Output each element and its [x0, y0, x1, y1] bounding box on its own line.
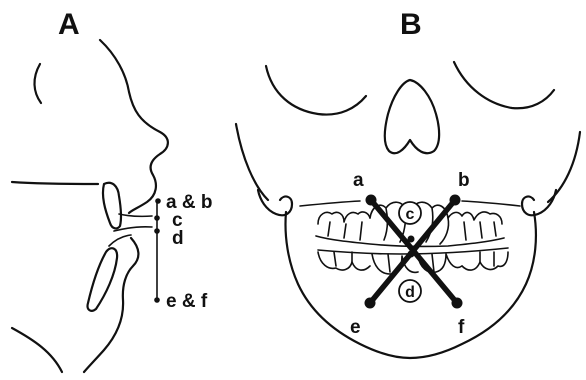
point-d [408, 251, 415, 258]
frontal-label-b: b [458, 170, 470, 191]
frontal-label-c: c [406, 206, 415, 223]
lower-molars-right [462, 252, 508, 270]
profile-label-d: d [172, 228, 184, 249]
frontal-label-e: e [350, 317, 361, 338]
profile-point-ef [154, 297, 160, 303]
right-orbit-line [454, 62, 554, 108]
profile-neck-line [12, 328, 62, 372]
right-condyle [522, 190, 556, 215]
profile-nose-lip-line [100, 40, 168, 213]
nasal-cavity [385, 80, 439, 153]
profile-face-outline [12, 40, 168, 372]
point-f [452, 298, 463, 309]
panel-b-label: B [400, 8, 422, 41]
panel-a-label: A [58, 8, 80, 41]
frontal-label-d: d [405, 284, 415, 301]
profile-upper-contact [119, 214, 152, 216]
profile-point-d [154, 228, 160, 234]
profile-teeth [88, 183, 152, 311]
profile-brow-line [34, 64, 41, 103]
profile-upper-incisor [103, 183, 121, 229]
profile-chin-line [84, 238, 138, 372]
point-e [365, 298, 376, 309]
profile-point-c [154, 215, 160, 221]
right-cheek-line [548, 132, 580, 202]
profile-jaw-line [12, 182, 98, 184]
frontal-label-f: f [458, 317, 465, 338]
profile-point-ab [155, 198, 161, 204]
profile-lip-curve [109, 235, 131, 246]
lower-molars-left [318, 252, 370, 270]
profile-lower-incisor [88, 248, 118, 311]
left-cheek-line [236, 124, 268, 200]
point-b [450, 195, 461, 206]
profile-marker [154, 198, 161, 303]
left-orbit-line [266, 66, 366, 115]
point-a [366, 195, 377, 206]
frontal-label-a: a [353, 170, 364, 191]
profile-label-ef: e & f [166, 291, 208, 312]
point-c [408, 236, 415, 243]
